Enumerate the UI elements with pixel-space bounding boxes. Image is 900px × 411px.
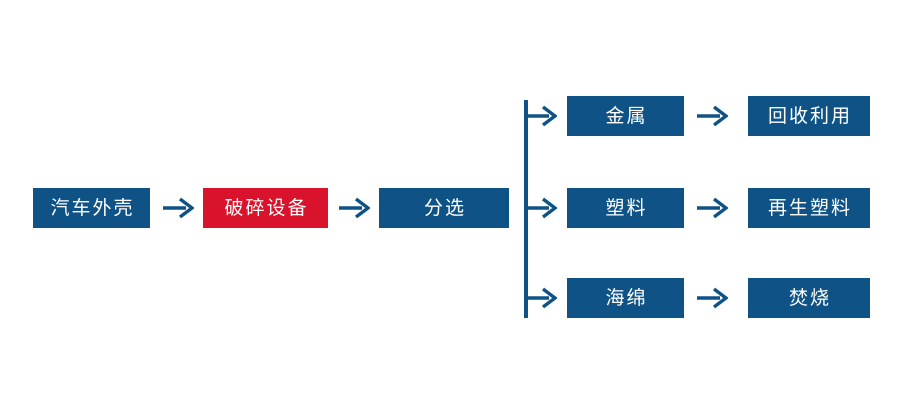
node-label: 汽车外壳 [50, 196, 135, 219]
node-recycle[interactable]: 回收利用 [748, 96, 870, 136]
node-label: 回收利用 [767, 104, 852, 127]
arrow-plastic-to-repla-icon [696, 197, 728, 219]
arrow-metal-to-recycle-icon [696, 105, 728, 127]
arrow-input-to-crusher-icon [162, 197, 194, 219]
node-sorting[interactable]: 分选 [379, 188, 509, 228]
node-repla[interactable]: 再生塑料 [748, 188, 870, 228]
arrow-sponge-to-incin-icon [696, 287, 728, 309]
node-label: 再生塑料 [767, 196, 852, 219]
node-input[interactable]: 汽车外壳 [33, 188, 150, 228]
node-label: 塑料 [605, 196, 648, 219]
arrow-branch-to-metal-icon [525, 105, 557, 127]
node-metal[interactable]: 金属 [567, 96, 684, 136]
node-label: 破碎设备 [224, 196, 309, 219]
node-incin[interactable]: 焚烧 [748, 278, 870, 318]
node-crusher[interactable]: 破碎设备 [203, 188, 328, 228]
arrow-crusher-to-sorting-icon [338, 197, 370, 219]
arrow-branch-to-plastic-icon [525, 197, 557, 219]
node-label: 海绵 [605, 286, 648, 309]
node-sponge[interactable]: 海绵 [567, 278, 684, 318]
node-plastic[interactable]: 塑料 [567, 188, 684, 228]
arrow-branch-to-sponge-icon [525, 287, 557, 309]
node-label: 金属 [605, 104, 648, 127]
node-label: 焚烧 [788, 286, 831, 309]
node-label: 分选 [423, 196, 466, 219]
